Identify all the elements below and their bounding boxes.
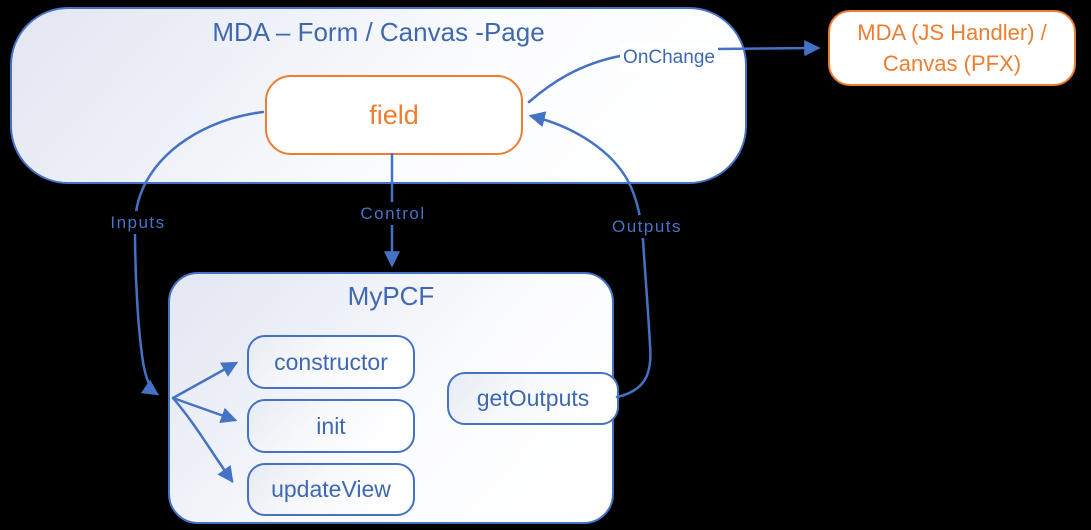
mda-js-handler-box: MDA (JS Handler) / Canvas (PFX) (828, 10, 1076, 86)
mda-box-title: MDA – Form / Canvas -Page (212, 17, 545, 47)
inputs-edge-label: Inputs (104, 211, 172, 234)
onchange-edge-label: OnChange (620, 45, 718, 71)
init-label: init (316, 412, 346, 439)
updateview-label: updateView (271, 476, 391, 502)
init-box: init (247, 399, 415, 453)
updateview-box: updateView (247, 463, 415, 516)
handler-box-line2: Canvas (PFX) (882, 51, 1022, 76)
mda-form-canvas-page-box: MDA – Form / Canvas -Page field (10, 7, 747, 184)
mypcf-box-title: MyPCF (347, 281, 435, 311)
handler-box-line1: MDA (JS Handler) / (857, 20, 1047, 45)
getoutputs-label: getOutputs (476, 385, 590, 411)
getoutputs-box: getOutputs (447, 372, 619, 425)
mypcf-box: MyPCF constructor init updateView getOut… (168, 272, 619, 524)
field-box: field (265, 75, 523, 155)
constructor-box: constructor (247, 335, 415, 389)
constructor-label: constructor (274, 348, 388, 375)
control-edge-label: Control (352, 202, 434, 225)
outputs-edge-label: Outputs (605, 215, 689, 238)
field-box-label: field (369, 99, 419, 130)
